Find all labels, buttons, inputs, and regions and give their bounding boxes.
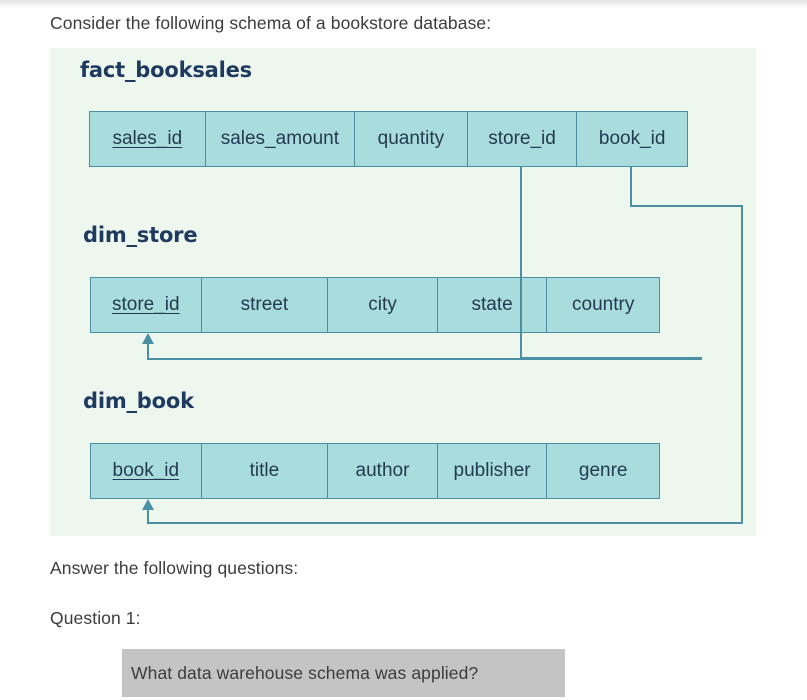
relation-store-line-seg7: [147, 358, 702, 360]
column-city: city: [328, 278, 438, 332]
schema-diagram-panel: fact_booksales sales_id sales_amount qua…: [50, 48, 756, 536]
relation-store-arrowhead: [142, 333, 154, 344]
table-title-dim-store: dim_store: [83, 223, 198, 247]
column-country: country: [572, 294, 635, 315]
column-genre: genre: [578, 460, 628, 481]
column-sales-amount: sales_amount: [206, 112, 356, 166]
question-label: Question 1:: [50, 608, 141, 628]
column-book-id-pk: book_id: [91, 444, 202, 498]
column-state: state: [438, 278, 548, 332]
entity-table-dim-book: book_id title author publisher genre: [90, 443, 660, 499]
scroll-shadow: [0, 0, 807, 9]
relation-book-line-seg2: [630, 205, 743, 207]
column-publisher: publisher: [438, 444, 548, 498]
intro-text: Consider the following schema of a books…: [50, 13, 492, 33]
answer-prompt-text: Answer the following questions:: [50, 558, 299, 578]
relation-book-line-seg4: [147, 522, 743, 524]
relation-book-line-seg5: [147, 508, 149, 524]
relation-store-line-seg1: [520, 166, 522, 359]
column-author: author: [328, 444, 438, 498]
relation-store-line-seg8: [147, 342, 149, 360]
question-text: What data warehouse schema was applied?: [131, 662, 479, 683]
table-title-dim-book: dim_book: [83, 389, 194, 413]
column-book-id-fk: book_id: [598, 128, 666, 149]
entity-table-dim-store: store_id street city state country: [90, 277, 660, 333]
entity-table-fact-booksales: sales_id sales_amount quantity store_id …: [89, 111, 688, 167]
column-street: street: [202, 278, 329, 332]
table-title-fact-booksales: fact_booksales: [80, 58, 252, 82]
relation-book-arrowhead: [142, 499, 154, 510]
column-store-id-pk: store_id: [91, 278, 202, 332]
column-title: title: [202, 444, 329, 498]
relation-book-line-seg3: [741, 205, 743, 524]
column-sales-id: sales_id: [90, 112, 206, 166]
column-quantity: quantity: [355, 112, 468, 166]
question-highlight-box: What data warehouse schema was applied?: [122, 649, 565, 697]
relation-book-line-seg1: [630, 166, 632, 207]
column-store-id-fk: store_id: [468, 112, 578, 166]
